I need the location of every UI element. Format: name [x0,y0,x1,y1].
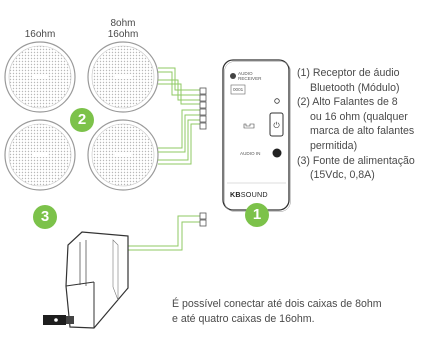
device-header-line2: RECEIVER [238,76,262,81]
legend-item-1: (1) Receptor de áudio [297,67,400,79]
device-brand: KBSOUND [230,190,268,199]
legend-item-2-cont-c: permitida) [310,139,358,152]
device-tag-box [230,84,246,95]
speaker-label-16ohm-left: 16ohm [24,29,56,40]
device-audio-in-label: AUDIO IN [240,151,261,156]
led-icon [274,98,280,104]
legend: (1) Receptor de áudio Bluetooth (Módulo)… [297,66,415,183]
speaker-bottom-left [4,119,76,191]
brand-bold: KB [230,190,241,199]
power-symbol-icon: ⏻ [273,121,280,130]
audio-in-jack [272,148,282,158]
usb-icon [243,123,255,129]
legend-item-2-cont-a: ou 16 ohm (qualquer [310,110,408,123]
power-wires [128,215,200,251]
note-line-2: e até quatro caixas de 16ohm. [172,312,315,325]
speaker-bottom-right [87,119,159,191]
badge-power: 3 [33,205,57,229]
badge-speakers: 2 [70,108,94,132]
power-supply-adapter [43,231,129,329]
legend-item-2: (2) Alto Falantes de 8 [297,96,398,109]
note-line-1: É possível conectar até dois caixas de 8… [172,298,382,310]
legend-item-3-cont: (15Vdc, 0,8A) [310,169,375,182]
legend-item-1-cont: Bluetooth (Módulo) [310,81,400,94]
speaker-label-16ohm-right: 16ohm [107,29,139,40]
power-switch [269,112,284,137]
bluetooth-icon [230,73,236,79]
legend-item-2-cont-b: marca de alto falantes [310,125,415,138]
legend-item-3: (3) Fonte de alimentação [297,154,415,167]
badge-receiver: 1 [245,203,269,227]
device-header-line1: AUDIO [238,71,253,76]
speaker-terminal-blocks [199,87,207,130]
power-terminal-block [199,212,207,227]
speaker-wires [158,67,200,165]
connection-note: É possível conectar até dois caixas de 8… [172,297,442,326]
speaker-top-left [4,41,76,113]
device-tag: 0001 [233,87,244,92]
bluetooth-receiver-device: ⏻ [222,59,291,212]
speaker-label-8ohm: 8ohm [110,18,136,29]
brand-light: SOUND [240,190,268,199]
speaker-top-right [87,41,159,113]
